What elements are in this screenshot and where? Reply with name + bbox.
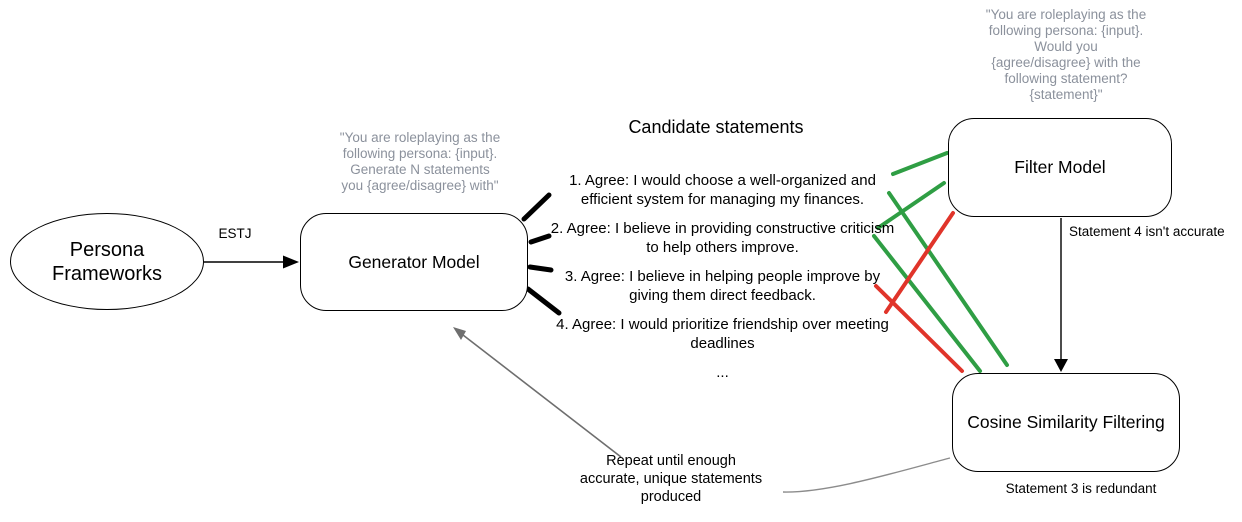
generator-model-node: Generator Model xyxy=(300,213,528,311)
statement4-inaccurate-note: Statement 4 isn't accurate xyxy=(1069,224,1225,239)
statement-2: 2. Agree: I believe in providing constru… xyxy=(550,220,895,256)
generator-tick-statement2 xyxy=(528,233,552,245)
filter-to-cosine-arrowhead xyxy=(1054,359,1068,372)
filter-prompt-line: {agree/disagree} with the xyxy=(991,55,1141,70)
repeat-to-generator-arrowhead xyxy=(453,327,466,340)
statement3-to-cosine-edge-red xyxy=(874,284,964,373)
filter-model-node: Filter Model xyxy=(948,118,1172,217)
persona-to-generator-arrowhead xyxy=(283,255,299,269)
generator-tick-statement4 xyxy=(525,286,562,316)
repeat-to-generator-arrow-line xyxy=(462,334,622,458)
generator-tick-statement3 xyxy=(527,264,554,273)
statement1-to-filter-edge-green xyxy=(891,151,949,176)
cosine-similarity-filtering-node: Cosine Similarity Filtering xyxy=(952,373,1180,472)
generator-model-label: Generator Model xyxy=(348,251,480,272)
generator-prompt-line: "You are roleplaying as the xyxy=(339,130,501,145)
generator-prompt-text: "You are roleplaying as the following pe… xyxy=(320,130,520,194)
statement1-to-cosine-edge-green xyxy=(887,191,1009,367)
estj-edge-label: ESTJ xyxy=(218,226,252,241)
statement2-to-filter-edge-green xyxy=(876,181,946,230)
generator-prompt-line: you {agree/disagree} with" xyxy=(341,178,499,193)
repeat-to-cosine-connector xyxy=(782,457,951,493)
filter-prompt-line: following statement? xyxy=(1004,71,1128,86)
persona-frameworks-label: Persona Frameworks xyxy=(52,238,163,285)
statement-4: 4. Agree: I would prioritize friendship … xyxy=(556,316,889,352)
generator-prompt-line: following persona: {input}. xyxy=(342,146,498,161)
repeat-note-line: produced xyxy=(640,489,702,505)
candidate-statements-list: 1. Agree: I would choose a well-organize… xyxy=(545,171,900,392)
statement-1: 1. Agree: I would choose a well-organize… xyxy=(569,172,876,208)
filter-prompt-line: following persona: {input}. xyxy=(988,23,1144,38)
repeat-note-line: accurate, unique statements xyxy=(579,471,763,487)
persona-frameworks-node: Persona Frameworks xyxy=(10,213,204,310)
statements-ellipsis: ... xyxy=(716,364,729,381)
filter-model-label: Filter Model xyxy=(1014,157,1106,177)
statement3-redundant-note: Statement 3 is redundant xyxy=(1005,481,1157,496)
generator-tick-statement1 xyxy=(521,192,552,222)
repeat-loop-note: Repeat until enough accurate, unique sta… xyxy=(571,452,771,506)
repeat-note-line: Repeat until enough xyxy=(606,453,736,469)
filter-prompt-line: "You are roleplaying as the xyxy=(985,7,1147,22)
filter-prompt-line: {statement}" xyxy=(1029,87,1103,102)
generator-prompt-line: Generate N statements xyxy=(350,162,490,177)
statement2-to-cosine-edge-green xyxy=(872,234,982,373)
filter-prompt-line: Would you xyxy=(1034,39,1098,54)
candidate-statements-title: Candidate statements xyxy=(628,117,804,137)
statement-3: 3. Agree: I believe in helping people im… xyxy=(564,268,881,304)
cosine-similarity-filtering-label: Cosine Similarity Filtering xyxy=(967,412,1165,432)
filter-prompt-text: "You are roleplaying as the following pe… xyxy=(966,7,1166,103)
filter-to-statement4-edge-red xyxy=(884,211,955,314)
